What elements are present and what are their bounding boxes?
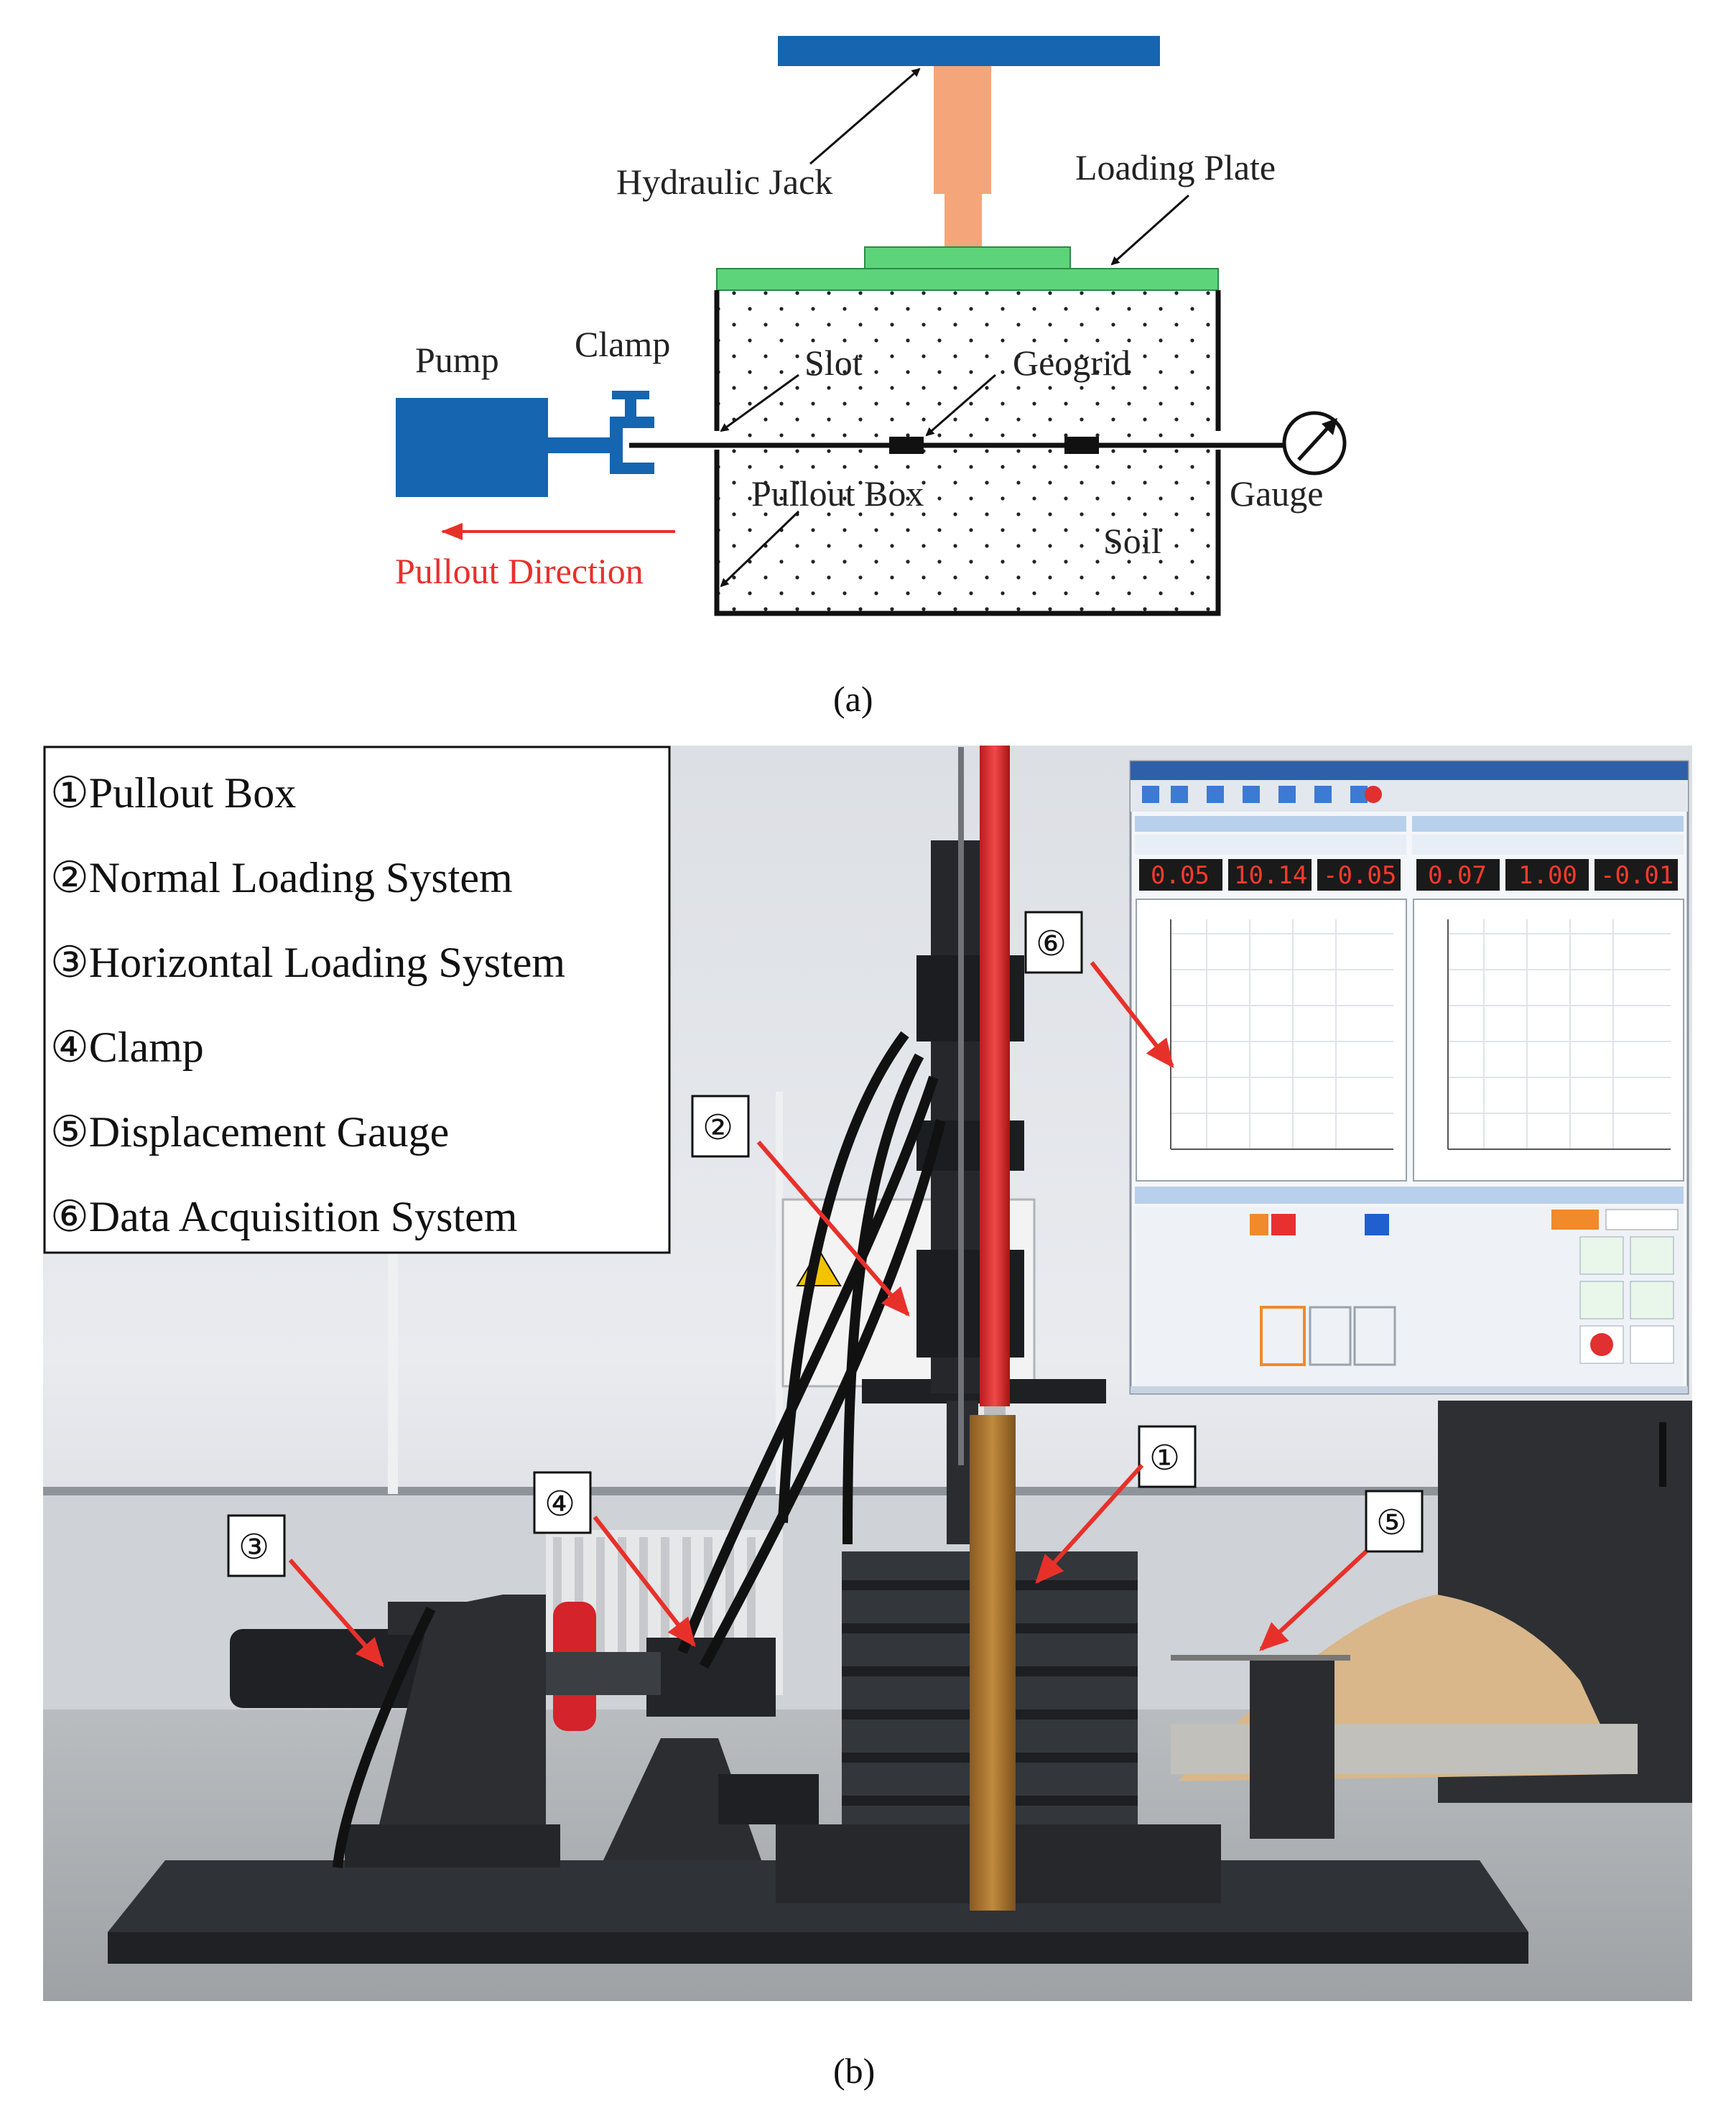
readout-1-value: 0.05 [1151,861,1210,890]
svg-text:⑥: ⑥ [1036,925,1067,963]
label-loading-plate: Loading Plate [1075,147,1276,187]
jack-piston [944,194,982,247]
legend-item-3: ③Horizontal Loading System [50,939,565,986]
photo-displacement-gauge [1250,1659,1335,1839]
photo-support-wedge [371,1595,546,1860]
red-arrow-3 [288,1559,384,1668]
pump-pipe [548,437,610,453]
label-gauge: Gauge [1230,473,1324,514]
label-hydraulic-jack: Hydraulic Jack [616,162,832,202]
jack-top-plate [778,36,1160,66]
arrow-geogrid [925,373,996,437]
plot-right [1413,899,1684,1182]
marker-3: ③ [227,1514,286,1577]
red-arrow-4 [593,1516,696,1648]
loading-plate [716,268,1219,291]
label-soil: Soil [1103,521,1161,561]
readout-1 [1139,859,1222,891]
marker-4: ④ [533,1471,592,1534]
arrow-hydraulic-jack [809,68,921,165]
readout-3 [1317,859,1401,891]
legend-item-1: ①Pullout Box [50,769,296,817]
readout-2-value: 10.14 [1234,861,1307,890]
photo-red-pole [980,746,1010,1406]
legend-item-5: ⑤Displacement Gauge [50,1108,449,1156]
caption-b: (b) [833,2051,875,2091]
geogrid-junction-1 [889,437,924,454]
legend-item-4: ④Clamp [50,1024,204,1071]
marker-1: ① [1138,1425,1197,1488]
clamp [610,391,654,474]
loading-plate-upper [864,246,1071,269]
gauge-needle [1297,424,1332,461]
readout-3-value: -0.05 [1323,861,1396,890]
red-arrow-5 [1259,1549,1368,1651]
pullout-box-outline [714,290,1221,616]
arrow-slot [720,373,799,432]
marker-2: ② [691,1095,750,1158]
legend-box: ①Pullout Box ②Normal Loading System ③Hor… [43,746,671,1254]
svg-text:④: ④ [544,1485,575,1523]
red-arrow-1 [1035,1463,1144,1584]
plot-left [1136,899,1407,1182]
label-slot: Slot [804,343,863,383]
svg-text:②: ② [702,1109,733,1147]
readout-6-value: -0.01 [1600,861,1674,890]
label-pullout-box: Pullout Box [751,473,924,514]
label-clamp: Clamp [575,324,670,364]
photo-wood-bar [970,1415,1016,1911]
arrow-pullout-box [720,510,800,588]
data-acquisition-screen: 0.05 10.14 -0.05 0.07 1.00 -0.01 [1129,760,1689,1395]
readout-4 [1416,859,1500,891]
svg-text:③: ③ [238,1528,269,1567]
marker-5: ⑤ [1365,1490,1424,1553]
svg-text:①: ① [1149,1439,1180,1477]
readout-5-value: 1.00 [1518,861,1577,890]
label-pullout-direction: Pullout Direction [395,551,644,591]
red-arrow-2 [756,1141,910,1317]
caption-a: (a) [833,679,873,719]
photo-hoses [333,1031,946,1868]
label-pump: Pump [415,340,499,380]
jack-cylinder [934,66,991,194]
geogrid-junction-2 [1064,437,1099,454]
legend-item-2: ②Normal Loading System [50,854,513,901]
panel-a-schematic: Hydraulic Jack Loading Plate Pump Clamp … [395,36,1347,719]
pump [396,398,548,497]
marker-6: ⑥ [1024,911,1083,974]
legend-item-6: ⑥Data Acquisition System [50,1193,517,1240]
readout-2 [1228,859,1312,891]
red-arrow-6 [1090,961,1174,1069]
panel-b-photo: 0.05 10.14 -0.05 0.07 1.00 -0.01 [43,746,1692,2091]
readout-5 [1505,859,1589,891]
readout-6 [1595,859,1678,891]
readout-4-value: 0.07 [1428,861,1487,890]
soil-fill [717,290,1218,613]
svg-text:⑤: ⑤ [1376,1504,1407,1542]
arrow-loading-plate [1110,194,1190,266]
label-geogrid: Geogrid [1013,343,1131,383]
